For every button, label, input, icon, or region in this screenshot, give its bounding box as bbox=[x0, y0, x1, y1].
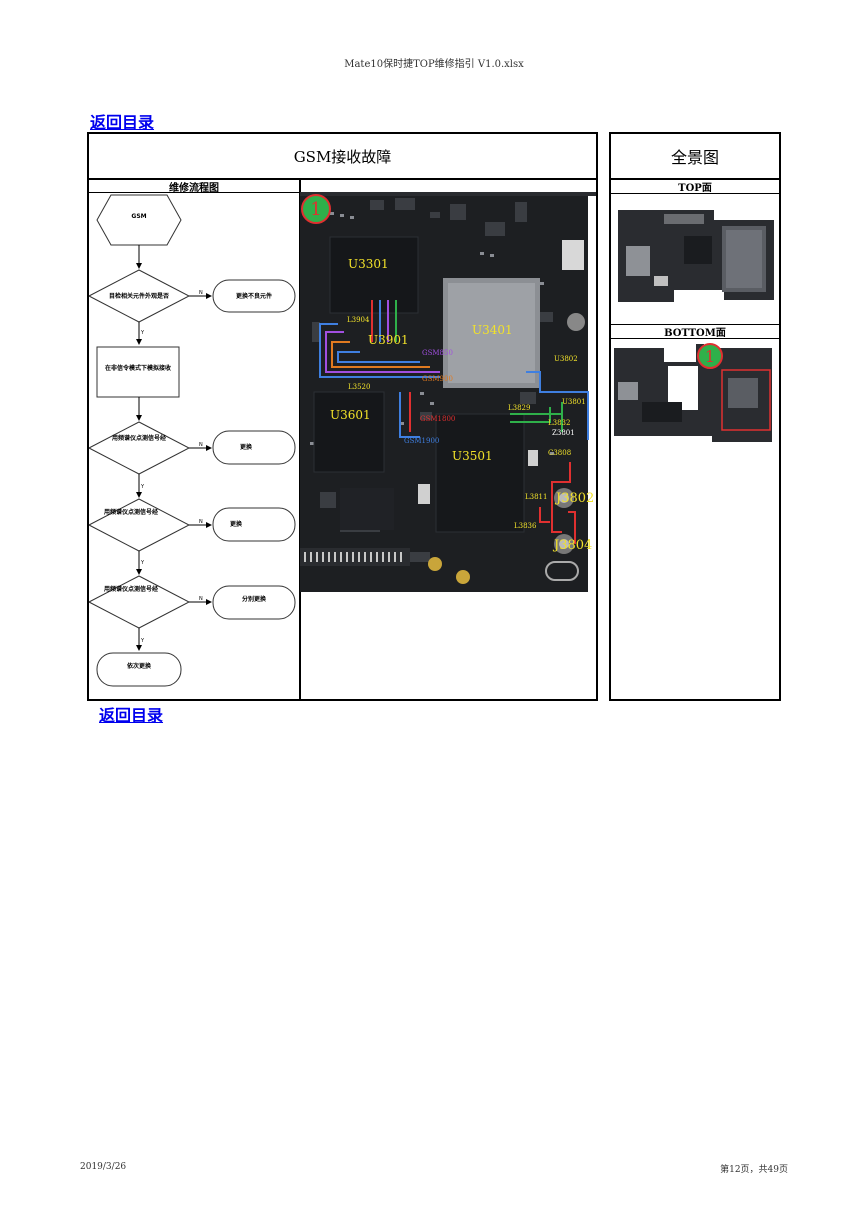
label-u3802: U3802 bbox=[554, 355, 578, 363]
label-u3601: U3601 bbox=[330, 408, 371, 422]
label-j3802: J3802 bbox=[554, 491, 594, 506]
flow-step2-text: 在非信令模式下模拟接收 bbox=[105, 364, 171, 372]
flow-step5-text: 用频谱仪点测信号经 bbox=[103, 585, 158, 593]
pcb-board-image: 1 U3301 U3901 U3401 U3601 U3501 L3904 L3… bbox=[300, 192, 596, 592]
label-l3520: L3520 bbox=[348, 383, 370, 391]
flow-step2-box bbox=[96, 346, 180, 398]
flow-step4-diamond bbox=[89, 498, 191, 552]
flow-step4-action-text: 更换 bbox=[230, 520, 243, 528]
label-gsm1900: GSM1900 bbox=[404, 437, 439, 445]
flow-yes-label-3: Y bbox=[140, 560, 145, 566]
label-u3301: U3301 bbox=[348, 257, 389, 271]
flow-start-hexagon bbox=[96, 194, 182, 246]
flow-no-label-1: N bbox=[199, 290, 203, 296]
flow-step5-action bbox=[212, 585, 296, 620]
flow-step4-action bbox=[212, 507, 296, 542]
flow-step1-action bbox=[212, 279, 296, 313]
flow-header: 维修流程图 bbox=[89, 180, 301, 194]
flow-yes-label-4: Y bbox=[140, 638, 145, 644]
flow-step1-action-text: 更换不良元件 bbox=[236, 292, 272, 300]
flow-step5-diamond bbox=[89, 575, 191, 629]
flow-no-label-3: N bbox=[199, 519, 203, 525]
back-to-contents-link-top[interactable]: 返回目录 bbox=[90, 113, 155, 132]
label-u3901: U3901 bbox=[368, 333, 409, 347]
flow-no-label-2: N bbox=[199, 442, 203, 448]
overview-title: 全景图 bbox=[611, 134, 779, 180]
bottom-side-label: BOTTOM面 bbox=[611, 324, 779, 339]
label-l3811: L3811 bbox=[525, 493, 547, 501]
flow-start-text: GSM bbox=[131, 213, 146, 220]
label-u3401: U3401 bbox=[472, 323, 513, 337]
flow-step3-action bbox=[212, 430, 296, 465]
label-j3804: J3804 bbox=[552, 538, 592, 553]
label-l3832: L3832 bbox=[548, 419, 570, 427]
label-gsm850: GSM850 bbox=[422, 349, 453, 357]
label-l3904: L3904 bbox=[347, 316, 370, 324]
location-marker-1-text: 1 bbox=[310, 199, 321, 220]
flow-step3-text: 用频谱仪点测信号经 bbox=[111, 434, 166, 442]
footer-date: 2019/3/26 bbox=[80, 1162, 127, 1172]
label-c3808: C3808 bbox=[548, 449, 571, 457]
flow-end-box bbox=[96, 652, 182, 687]
top-board-image bbox=[618, 210, 774, 302]
flow-yes-label-2: Y bbox=[140, 484, 145, 490]
flow-step5-action-text: 分别更换 bbox=[242, 595, 267, 603]
repair-flowchart: GSM 目检相关元件外观是否 N 更换不良元件 Y 在非信令模式下模拟接收 用频… bbox=[89, 194, 296, 687]
flow-step4-text: 用频谱仪点测信号经 bbox=[103, 508, 158, 516]
footer-page-number: 第12页，共49页 bbox=[720, 1165, 788, 1175]
flow-end-text: 依次更换 bbox=[127, 662, 152, 670]
bottom-location-marker-1-text: 1 bbox=[705, 347, 715, 366]
flow-yes-label-1: Y bbox=[140, 330, 145, 336]
label-l3829: L3829 bbox=[508, 404, 530, 412]
flow-step1-text: 目检相关元件外观是否 bbox=[109, 292, 169, 300]
bottom-location-marker-1 bbox=[697, 343, 723, 369]
label-z3801: Z3801 bbox=[552, 429, 575, 437]
back-to-contents-link-bottom[interactable]: 返回目录 bbox=[99, 706, 164, 725]
overview-panel: 全景图 TOP面 BOTTOM面 bbox=[609, 132, 781, 701]
bottom-board-image: 1 bbox=[614, 343, 772, 442]
bottom-highlight-box bbox=[721, 369, 771, 431]
document-filename: Mate10保时捷TOP维修指引 V1.0.xlsx bbox=[344, 59, 524, 70]
label-gsm900: GSM900 bbox=[422, 375, 453, 383]
label-u3801: U3801 bbox=[562, 398, 586, 406]
top-side-label: TOP面 bbox=[611, 180, 779, 194]
main-panel-title: GSM接收故障 bbox=[89, 134, 596, 180]
flow-step3-action-text: 更换 bbox=[240, 443, 253, 451]
flow-no-label-4: N bbox=[199, 596, 203, 602]
label-u3501: U3501 bbox=[452, 449, 493, 463]
label-gsm1800: GSM1800 bbox=[420, 415, 455, 423]
location-marker-1 bbox=[301, 194, 331, 224]
label-l3836: L3836 bbox=[514, 522, 537, 530]
flow-step3-diamond bbox=[89, 421, 191, 475]
